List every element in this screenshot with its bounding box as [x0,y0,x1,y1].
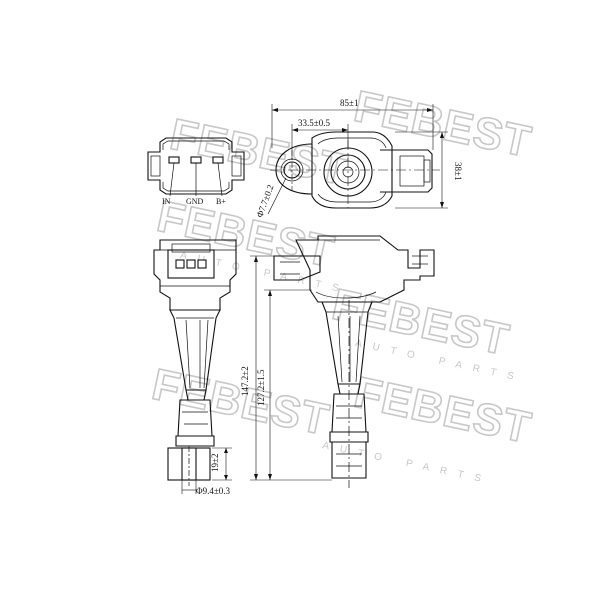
side-pin-3 [197,259,207,269]
watermark-tagline: AUTO PARTS [321,440,492,487]
watermark-7: AUTO PARTS [321,440,492,487]
dimension-body-length: 127.2±1.5 [256,289,312,480]
dim-85: 85±1 [340,98,358,108]
dimension-terminal-dia: Φ9.4±0.3 [181,480,231,496]
dim-147-2: 147.2±2 [240,366,250,396]
side-pin-2 [186,259,196,269]
dimension-top-height: 38±1 [395,131,463,209]
dim-33-5: 33.5±0.5 [298,118,330,128]
dim-38: 38±1 [453,162,463,180]
coil-side-view-right [273,235,435,488]
dimension-boot-depth: 19±2 [210,447,232,481]
side-pin-1 [175,259,185,269]
dim-19: 19±2 [210,454,220,472]
pin-label-in: IN [162,197,171,206]
pin-label-gnd: GND [186,197,204,206]
dimension-mount-to-center: 33.5±0.5 [291,118,349,160]
connector-pin-3 [212,156,224,164]
connector-pin-2 [190,156,202,164]
pin-label-b-plus: B+ [216,197,226,206]
watermark-2: FEBEST [349,81,536,168]
dim-127-2: 127.2±1.5 [256,369,266,406]
connector-front-view: IN GND B+ [147,137,245,206]
connector-pin-1 [168,156,180,164]
dimension-overall-width: 85±1 [271,98,434,150]
dim-mount-hole: Φ7.7±0.2 [254,183,275,218]
coil-side-view-left [153,239,237,486]
dimension-overall-length: 147.2±2 [240,255,332,481]
watermark-group: FEBEST FEBEST FEBEST AUTO PARTS FEBEST A… [147,81,536,487]
watermark-brand: FEBEST [350,82,536,167]
dim-terminal-dia: Φ9.4±0.3 [196,486,231,496]
